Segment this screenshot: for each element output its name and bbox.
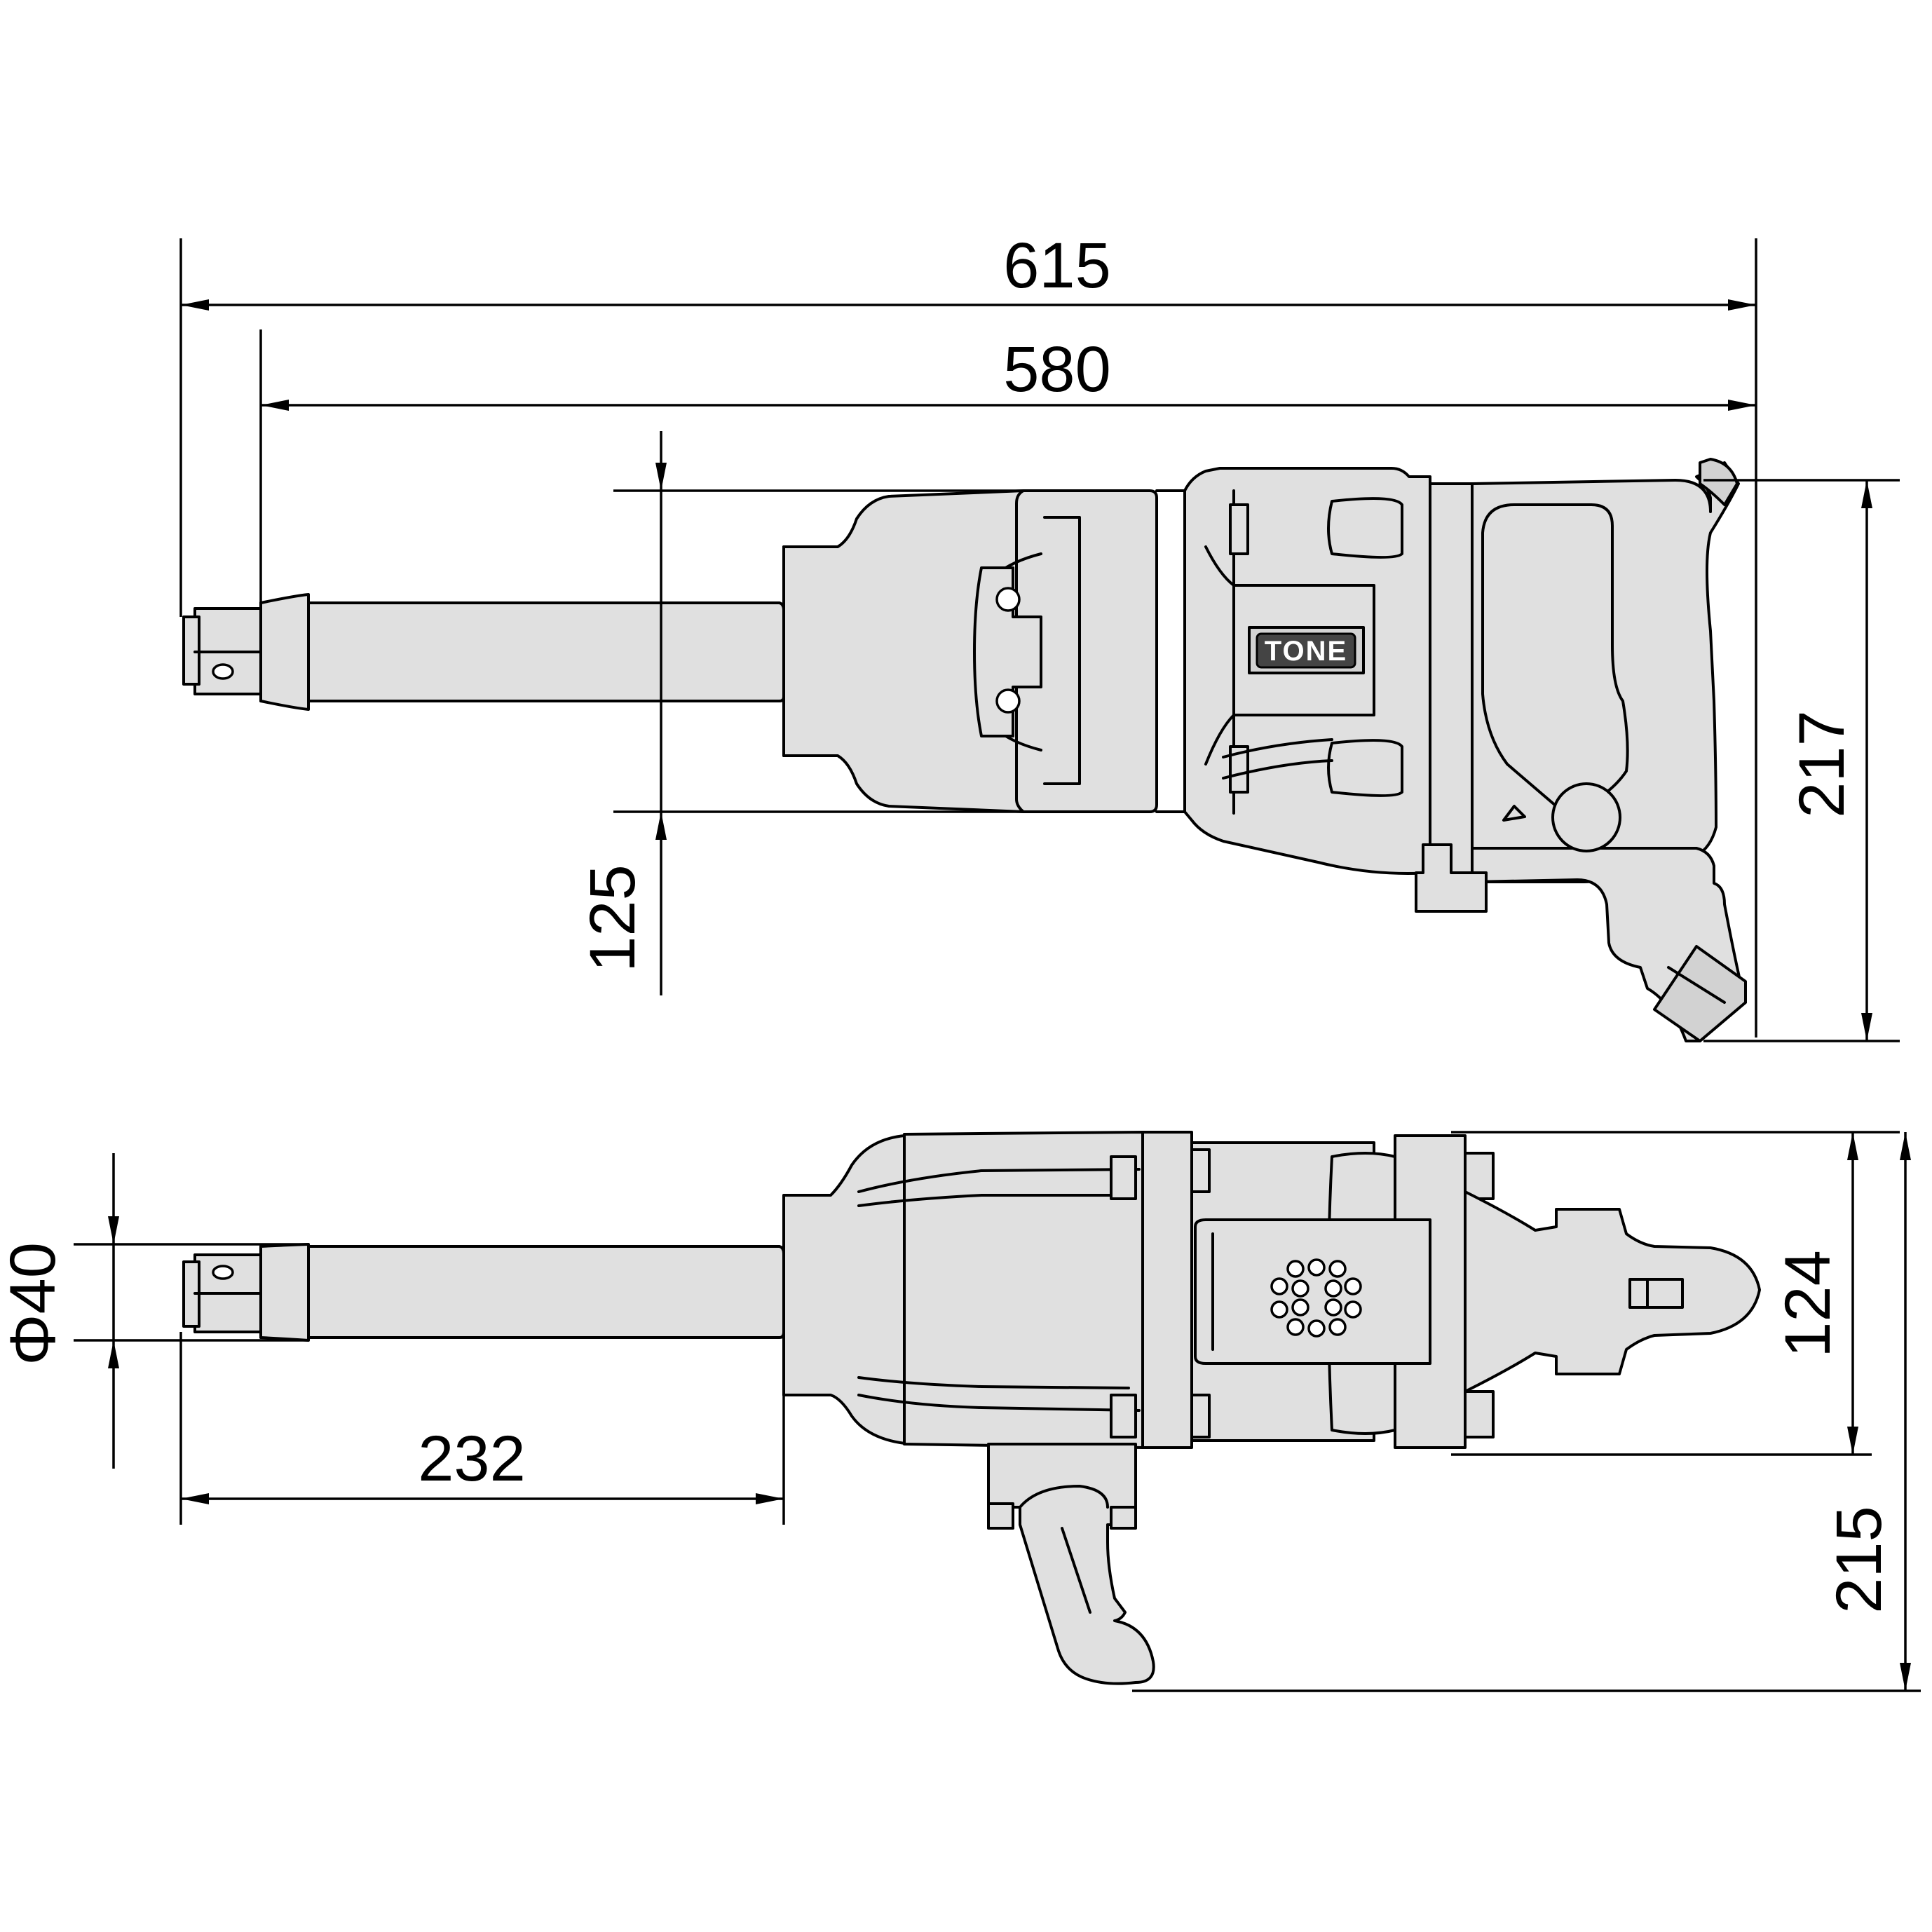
dimension-580: 580 <box>259 329 1756 610</box>
dim-label-phi40: Φ40 <box>0 1242 69 1366</box>
top-shank <box>182 1243 785 1342</box>
dimension-phi40: Φ40 <box>0 1153 308 1469</box>
dim-label-217: 217 <box>1786 710 1858 818</box>
dimension-217: 217 <box>1703 479 1900 1042</box>
side-front-case <box>782 489 1186 813</box>
dim-label-215: 215 <box>1823 1506 1895 1614</box>
dim-label-125: 125 <box>577 864 648 972</box>
dim-label-232: 232 <box>418 1423 526 1495</box>
dimension-215: 215 <box>1132 1132 1921 1692</box>
top-view <box>182 1131 1761 1685</box>
side-shank <box>182 593 785 711</box>
exhaust-holes <box>1270 1258 1362 1338</box>
dim-label-580: 580 <box>1003 334 1111 405</box>
side-handle <box>1415 458 1747 1042</box>
side-brand-badge: TONE <box>1248 626 1365 674</box>
dimension-615: 615 <box>179 230 1757 1038</box>
top-side-handle <box>987 1443 1155 1685</box>
top-front-case <box>782 1131 1193 1449</box>
side-view: TONE <box>182 458 1747 1042</box>
dimension-125: 125 <box>577 431 1023 995</box>
dimension-124: 124 <box>1451 1131 1900 1456</box>
dim-label-124: 124 <box>1772 1250 1844 1358</box>
dim-label-615: 615 <box>1003 230 1111 301</box>
brand-label: TONE <box>1265 636 1347 667</box>
dimension-232: 232 <box>179 1332 785 1525</box>
top-motor <box>1190 1134 1761 1449</box>
